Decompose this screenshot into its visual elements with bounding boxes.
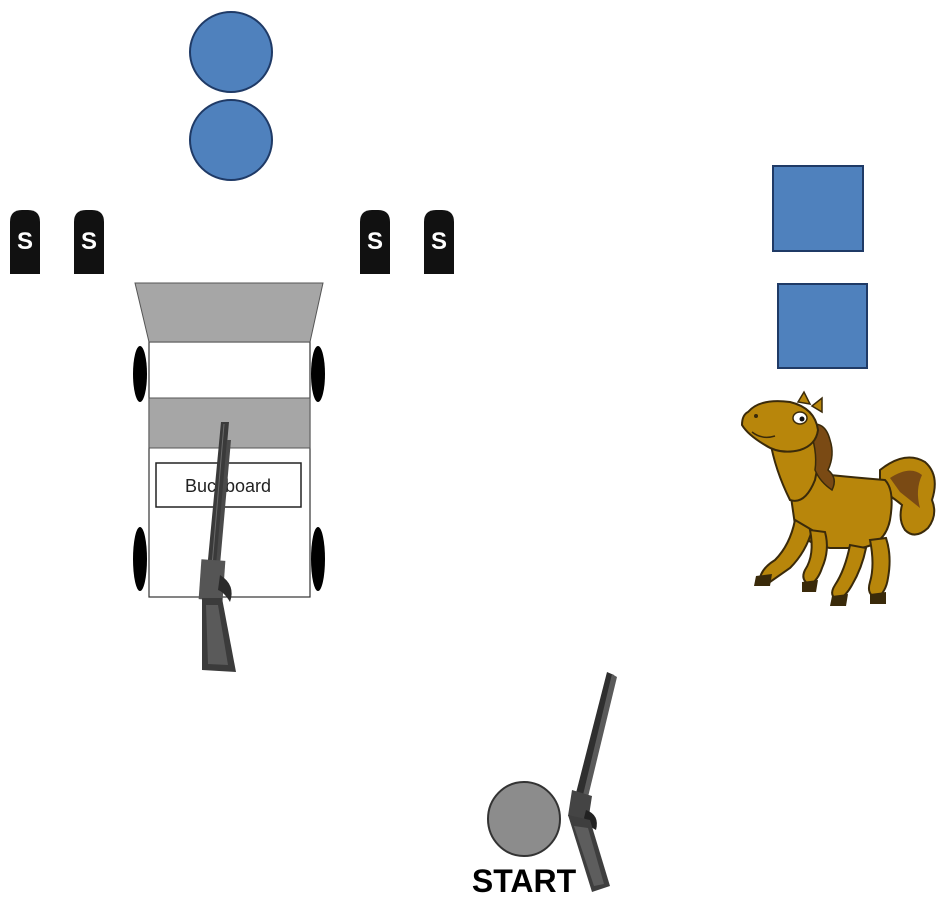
start-label: START (472, 863, 577, 898)
svg-text:S: S (81, 228, 97, 255)
cart-wheel (133, 346, 147, 402)
svg-text:S: S (17, 228, 33, 255)
svg-text:S: S (431, 228, 447, 255)
svg-text:S: S (367, 228, 383, 255)
tombstone-target-2: S (74, 210, 104, 274)
circle-target-1 (190, 12, 272, 92)
square-target-2 (778, 284, 867, 368)
tombstone-target-1: S (10, 210, 40, 274)
tombstone-target-3: S (360, 210, 390, 274)
cart-wheel (311, 346, 325, 402)
tombstone-target-4: S (424, 210, 454, 274)
square-target-1 (773, 166, 863, 251)
circle-target-2 (190, 100, 272, 180)
cart-front (135, 283, 323, 342)
start-marker-icon (488, 782, 560, 856)
cart-wheel (311, 527, 325, 591)
horse-icon (742, 392, 935, 606)
shotgun-icon (568, 672, 617, 892)
cart-label: Buckboard (185, 476, 271, 496)
cart-wheel (133, 527, 147, 591)
